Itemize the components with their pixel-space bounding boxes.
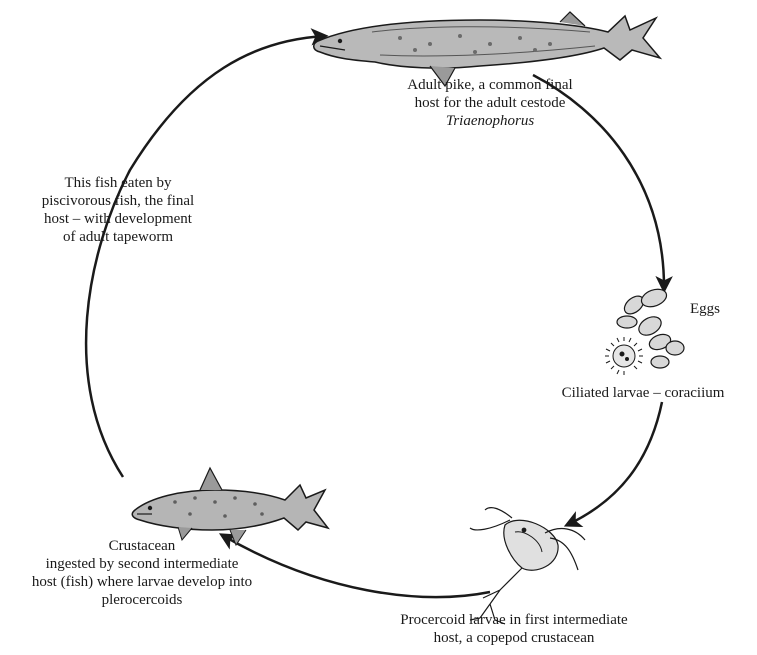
plerocercoid-line-4: plerocercoids [2,591,282,609]
arrow-fish-to-pike [86,36,325,477]
plerocercoid-label: Crustacean ingested by second intermedia… [2,537,282,609]
eggs-label: Eggs [690,300,740,318]
pike-fish-icon [314,12,660,86]
procercoid-line-1: Procercoid larvae in first intermediate [364,611,664,629]
final-host-line-4: of adult tapeworm [18,228,218,246]
coracidium-label: Ciliated larvae – coraciium [538,384,748,402]
final-host-line-3: host – with development [18,210,218,228]
final-host-line-2: piscivorous fish, the final [18,192,218,210]
ciliated-larva-icon [605,337,643,375]
arrow-coracidium-to-copepod [567,402,662,525]
final-host-label: This fish eaten by piscivorous fish, the… [18,174,218,246]
plerocercoid-line-1: Crustacean [2,537,282,555]
trout-fish-icon [132,468,328,545]
procercoid-label: Procercoid larvae in first intermediate … [364,611,664,647]
plerocercoid-line-2: ingested by second intermediate [2,555,282,573]
procercoid-line-2: host, a copepod crustacean [364,629,664,647]
adult-pike-line-2: host for the adult cestode [365,94,615,112]
adult-pike-genus: Triaenophorus [365,112,615,130]
adult-pike-label: Adult pike, a common final host for the … [365,76,615,130]
plerocercoid-line-3: host (fish) where larvae develop into [2,573,282,591]
final-host-line-1: This fish eaten by [18,174,218,192]
adult-pike-line-1: Adult pike, a common final [365,76,615,94]
